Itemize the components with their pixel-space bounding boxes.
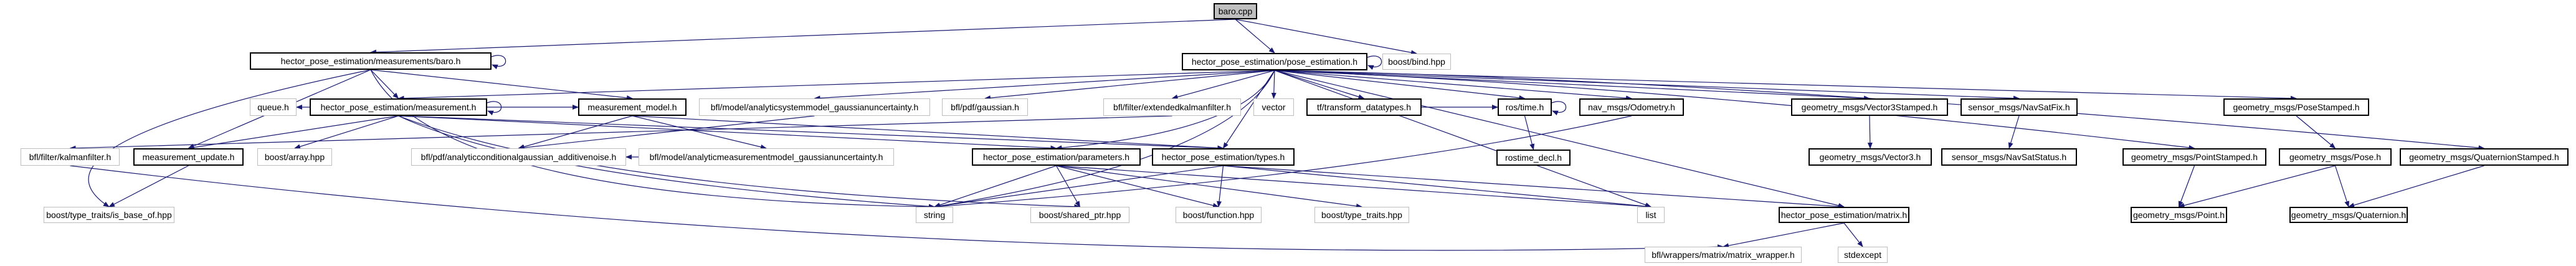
edge-pose_estimation_h-to-parameters (1055, 70, 1275, 151)
edge-pose_estimation_h-to-ekf (1171, 70, 1275, 100)
graph-node-ekf: bfl/filter/extendedkalmanfilter.h (1103, 98, 1241, 116)
edge-posestamped-to-pose (2296, 115, 2336, 149)
graph-node-list: list (1637, 207, 1665, 223)
graph-node-matrix_wrapper: bfl/wrappers/matrix/matrix_wrapper.h (1645, 247, 1802, 263)
graph-node-posestamped[interactable]: geometry_msgs/PoseStamped.h (2223, 98, 2369, 116)
edge-parameters-to-list (1056, 165, 1652, 209)
edge-pose_estimation_h-to-list (1274, 70, 1652, 207)
graph-node-pointstamped[interactable]: geometry_msgs/PointStamped.h (2122, 148, 2266, 166)
edge-matrix-to-matrix_wrapper (1723, 222, 1845, 249)
edge-measurement_model_h-to-types (632, 115, 1224, 151)
edge-measurement_update-to-is_base_of (108, 165, 189, 207)
edge-odometry-to-string (934, 115, 1632, 209)
graph-node-function: boost/function.hpp (1176, 207, 1262, 223)
graph-node-gaussian: bfl/pdf/gaussian.h (942, 98, 1028, 116)
graph-node-navsatstatus[interactable]: sensor_msgs/NavSatStatus.h (1941, 148, 2077, 166)
graph-node-v3stamped[interactable]: geometry_msgs/Vector3Stamped.h (1791, 98, 1948, 116)
edge-baro_cpp-to-boost_bind (1235, 19, 1417, 55)
graph-node-types[interactable]: hector_pose_estimation/types.h (1152, 148, 1295, 166)
graph-node-boost_array: boost/array.hpp (257, 148, 332, 166)
edge-parameters-to-shared_ptr (1055, 165, 1081, 207)
graph-node-vector: vector (1253, 98, 1294, 116)
edge-baro_cpp-to-pose_estimation_h (1235, 19, 1275, 54)
edge-parameters-to-string (934, 165, 1057, 207)
edge-navsatfix-to-navsatstatus (2008, 115, 2020, 149)
graph-node-string: string (916, 207, 953, 223)
edge-types-to-matrix (1223, 165, 1845, 209)
graph-node-measurement_h[interactable]: hector_pose_estimation/measurement.h (310, 98, 487, 116)
edge-baro_h-to-is_base_of (88, 69, 371, 207)
graph-node-tf[interactable]: tf/transform_datatypes.h (1306, 98, 1422, 116)
edge-types-to-list (1223, 165, 1652, 209)
edge-pose_estimation_h-to-tf (1274, 70, 1365, 100)
edge-parameters-to-type_traits (1056, 165, 1362, 209)
edge-parameters-to-function (1056, 165, 1219, 208)
edge-measurement_h-to-measurement_update (188, 115, 399, 150)
graph-node-shared_ptr: boost/shared_ptr.hpp (1030, 207, 1129, 223)
edge-pose-to-point (2178, 165, 2336, 208)
graph-node-baro_h[interactable]: hector_pose_estimation/measurements/baro… (250, 52, 492, 70)
edge-pose_estimation_h-to-measurement_h (397, 70, 1275, 101)
edge-ros_time-to-rostime_decl (1524, 115, 1535, 150)
graph-node-type_traits: boost/type_traits.hpp (1314, 207, 1409, 223)
graph-node-point[interactable]: geometry_msgs/Point.h (2131, 207, 2227, 223)
graph-node-ammgu: bfl/model/analyticmeasurementmodel_gauss… (639, 148, 894, 166)
graph-node-vector3[interactable]: geometry_msgs/Vector3.h (1808, 148, 1932, 166)
graph-node-is_base_of: boost/type_traits/is_base_of.hpp (44, 207, 174, 223)
edge-baro_cpp-to-baro_h (370, 19, 1236, 55)
graph-node-baro_cpp: baro.cpp (1214, 3, 1257, 19)
edge-kalmanfilter-to-matrix_wrapper (70, 165, 1724, 251)
edge-baro_h-to-baro_h (491, 55, 506, 70)
graph-node-navsatfix[interactable]: sensor_msgs/NavSatFix.h (1961, 98, 2078, 116)
edge-pose_estimation_h-to-pose_estimation_h (1367, 55, 1382, 70)
graph-node-kalmanfilter: bfl/filter/kalmanfilter.h (21, 148, 120, 166)
edge-measurement_model_h-to-ammgu (632, 115, 767, 150)
graph-node-analyticsystemmodel: bfl/model/analyticsystemmodel_gaussianun… (699, 98, 930, 116)
edge-pose_estimation_h-to-pointstamped (1274, 70, 2195, 150)
graph-node-queue_h: queue.h (250, 98, 297, 116)
edge-matrix-to-stdexcept (1843, 222, 1863, 247)
edge-ekf-to-kalmanfilter (69, 115, 1172, 151)
graph-node-addnoise: bfl/pdf/analyticconditionalgaussian_addi… (411, 148, 626, 166)
graph-node-pose[interactable]: geometry_msgs/Pose.h (2279, 148, 2392, 166)
edge-pose_estimation_h-to-quatstamped (1274, 70, 2485, 151)
graph-node-quatstamped[interactable]: geometry_msgs/QuaternionStamped.h (2400, 148, 2569, 166)
graph-node-ros_time[interactable]: ros/time.h (1498, 98, 1552, 116)
edge-pointstamped-to-point (2178, 165, 2195, 207)
graph-node-stdexcept: stdexcept (1838, 247, 1888, 263)
graph-node-measurement_update[interactable]: measurement_update.h (133, 148, 244, 166)
graph-node-measurement_model_h[interactable]: measurement_model.h (578, 98, 687, 116)
edge-types-to-string (934, 165, 1224, 209)
edge-quatstamped-to-quaternion (2348, 165, 2484, 208)
edge-types-to-function (1217, 165, 1224, 207)
edge-measurement_h-to-string (398, 115, 935, 209)
edge-baro_h-to-measurement_model_h (370, 69, 633, 100)
edge-ros_time-to-ros_time (1551, 101, 1567, 116)
edge-measurement_h-to-parameters (398, 115, 1057, 151)
edge-pose_estimation_h-to-gaussian (984, 70, 1275, 101)
graph-node-odometry[interactable]: nav_msgs/Odometry.h (1579, 98, 1684, 116)
edge-pose_estimation_h-to-matrix (1274, 70, 1845, 208)
edge-pose-to-quaternion (2334, 165, 2350, 207)
edge-pose_estimation_h-to-ros_time (1274, 70, 1526, 100)
graph-node-quaternion[interactable]: geometry_msgs/Quaternion.h (2289, 207, 2408, 223)
graph-node-rostime_decl[interactable]: rostime_decl.h (1496, 150, 1571, 166)
edge-pose_estimation_h-to-types (1222, 70, 1275, 149)
edge-analyticsystemmodel-to-addnoise (518, 115, 815, 150)
edge-pose_estimation_h-to-analyticsystemmodel (814, 70, 1275, 101)
edge-pose_estimation_h-to-vector (1271, 70, 1276, 99)
edge-measurement_model_h-to-addnoise (518, 115, 633, 150)
edge-measurement_h-to-boost_array (294, 115, 399, 150)
graph-node-boost_bind: boost/bind.hpp (1382, 54, 1451, 70)
graph-node-matrix[interactable]: hector_pose_estimation/matrix.h (1779, 207, 1909, 223)
edge-pose_estimation_h-to-odometry (1274, 70, 1632, 101)
edge-measurement_h-to-types (398, 115, 1224, 151)
edge-baro_h-to-measurement_h (370, 69, 399, 99)
graph-node-parameters[interactable]: hector_pose_estimation/parameters.h (972, 148, 1141, 166)
graph-node-pose_estimation_h[interactable]: hector_pose_estimation/pose_estimation.h (1182, 53, 1367, 70)
